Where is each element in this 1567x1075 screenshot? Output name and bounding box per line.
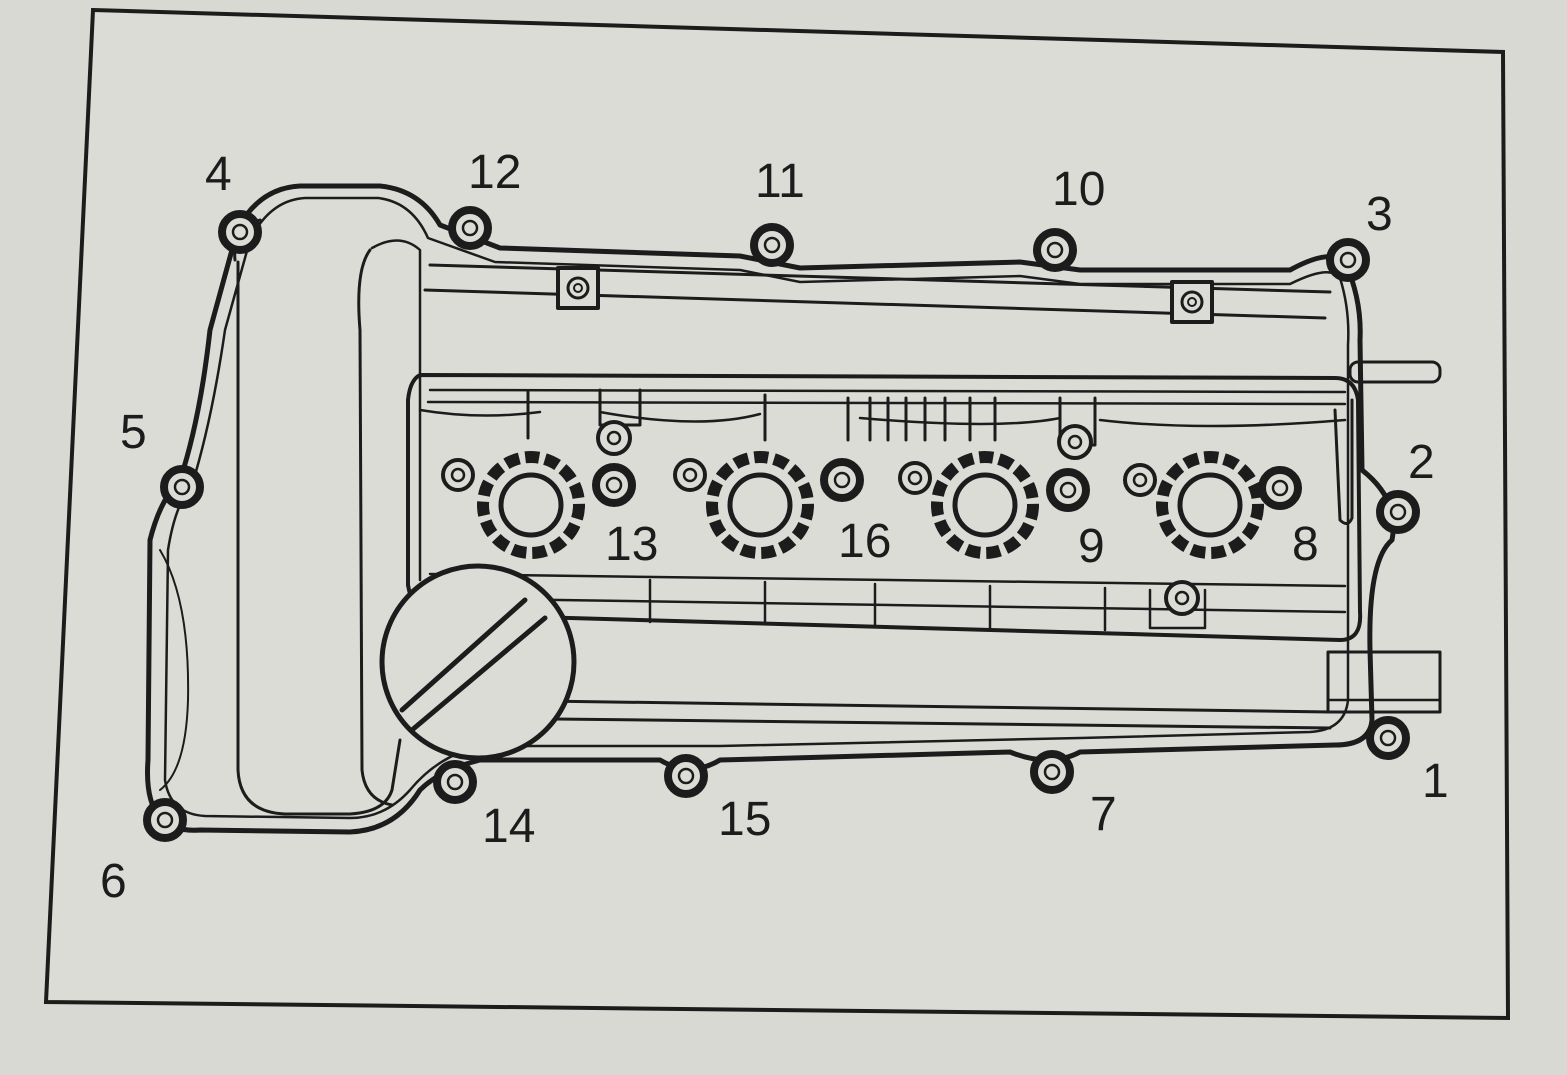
plug-well-frame xyxy=(406,373,1363,642)
bolt-label-12: 12 xyxy=(468,146,521,199)
bolt-label-13: 13 xyxy=(605,518,658,571)
bolt-3 xyxy=(1326,238,1370,282)
bolt-8 xyxy=(1258,466,1302,510)
bolt-label-7: 7 xyxy=(1090,788,1117,841)
bolt-16 xyxy=(820,458,864,502)
bolt-label-6: 6 xyxy=(100,855,127,908)
minor-studs xyxy=(441,420,1200,616)
spark-plug-hole xyxy=(477,451,585,559)
upper-pipe xyxy=(1348,360,1442,384)
bolt-11 xyxy=(750,223,794,267)
bolt-14 xyxy=(433,760,477,804)
bolt-labels: 1 2 3 4 5 6 7 8 9 10 11 12 13 14 15 16 xyxy=(100,146,1449,908)
valve-cover-drawing xyxy=(145,183,1442,835)
bolt-label-4: 4 xyxy=(205,148,232,201)
spark-plug-holes xyxy=(477,451,1264,559)
bolt-12 xyxy=(448,206,492,250)
spark-plug-hole xyxy=(931,451,1039,559)
oil-cap-slots xyxy=(399,597,548,733)
bolt-label-16: 16 xyxy=(838,515,891,568)
gasket-outline xyxy=(163,196,1350,820)
bolt-label-2: 2 xyxy=(1408,436,1435,489)
bolt-label-10: 10 xyxy=(1052,163,1105,216)
spark-plug-hole xyxy=(706,451,814,559)
oil-filler-cap xyxy=(379,563,577,761)
bolt-13 xyxy=(592,463,636,507)
bolt-15 xyxy=(664,754,708,798)
bottom-rail xyxy=(468,698,1332,730)
bolt-label-15: 15 xyxy=(718,793,771,846)
lower-pipe xyxy=(1326,650,1442,714)
bolt-4 xyxy=(218,210,262,254)
bolt-label-11: 11 xyxy=(755,155,805,208)
bolt-6 xyxy=(143,798,187,842)
bolt-10 xyxy=(1033,228,1077,272)
bolt-label-14: 14 xyxy=(482,800,535,853)
bolt-label-8: 8 xyxy=(1292,518,1319,571)
bolt-label-5: 5 xyxy=(120,406,147,459)
bolt-5 xyxy=(160,465,204,509)
bolt-label-9: 9 xyxy=(1078,520,1105,573)
bolt-label-1: 1 xyxy=(1422,755,1449,808)
bolt-7 xyxy=(1030,750,1074,794)
bolt-1 xyxy=(1366,716,1410,760)
bolt-label-3: 3 xyxy=(1366,188,1393,241)
spark-plug-hole xyxy=(1156,451,1264,559)
bolt-2 xyxy=(1376,490,1420,534)
bolt-9 xyxy=(1046,468,1090,512)
bolts xyxy=(143,206,1420,842)
